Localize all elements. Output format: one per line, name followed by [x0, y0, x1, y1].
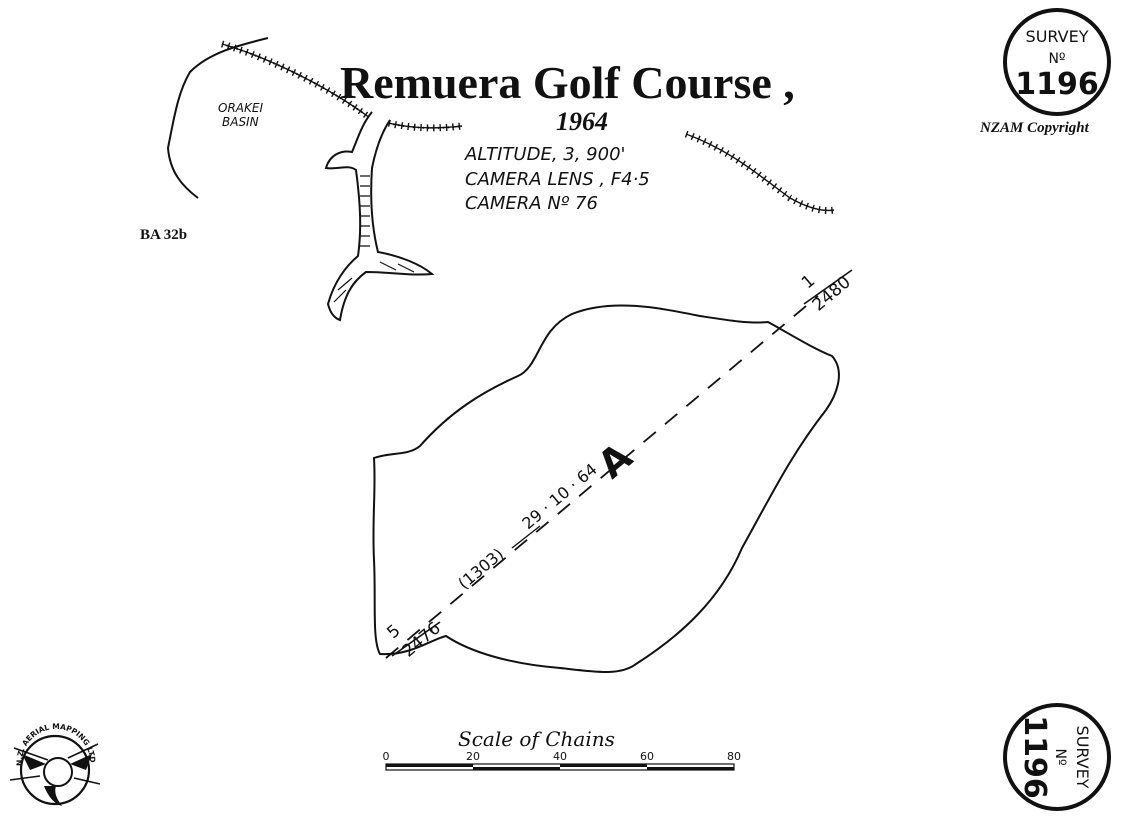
basin-label-2: BASIN [222, 115, 259, 129]
stamp-bottom-word: SURVEY [1073, 726, 1092, 789]
map-title: Remuera Golf Course , [340, 57, 795, 108]
railway-line [221, 40, 835, 214]
start-photo-number: 2480 [809, 272, 855, 315]
company-logo: N.Z. AERIAL MAPPING LTD [9, 722, 101, 806]
end-photo-number: 2476 [399, 618, 445, 661]
stamp-bottom-number: 1196 [1017, 715, 1052, 799]
survey-stamp-bottom: SURVEY Nº 1196 [1003, 703, 1111, 811]
flight-date: 29 · 10 · 64 [518, 460, 600, 533]
map-year: 1964 [556, 107, 608, 136]
scale-title: Scale of Chains [458, 727, 615, 751]
stamp-top-number: 1196 [1015, 67, 1099, 102]
start-frame-number: 1 [798, 271, 819, 293]
run-letter: A [590, 434, 641, 487]
stamp-top-no: Nº [1048, 51, 1065, 67]
film-number: (1303) [454, 544, 507, 593]
scale-tick-60: 60 [640, 750, 654, 763]
stamp-top-word: SURVEY [1026, 27, 1089, 46]
end-frame-number: 5 [383, 621, 404, 643]
sheet-id: BA 32b [140, 227, 187, 243]
survey-stamp-top: SURVEY Nº 1196 [1003, 8, 1111, 116]
altitude-label: ALTITUDE, 3, 900' [464, 144, 625, 165]
scale-tick-80: 80 [727, 750, 741, 763]
basin-label-1: ORAKEI [218, 101, 263, 115]
coverage-outline [372, 304, 840, 673]
flight-line [385, 269, 853, 659]
scale-bar: Scale of Chains 0 20 40 60 80 [383, 727, 741, 771]
scale-tick-40: 40 [553, 750, 567, 763]
orakei-basin-shore [166, 37, 269, 199]
camera-lens-label: CAMERA LENS , F4·5 [465, 169, 650, 190]
camera-number-label: CAMERA Nº 76 [465, 193, 598, 214]
estuary-inlet [324, 111, 435, 322]
scale-tick-0: 0 [383, 750, 390, 763]
scale-tick-20: 20 [466, 750, 480, 763]
stamp-bottom-no: Nº [1052, 748, 1068, 765]
copyright-label: NZAM Copyright [979, 120, 1090, 136]
